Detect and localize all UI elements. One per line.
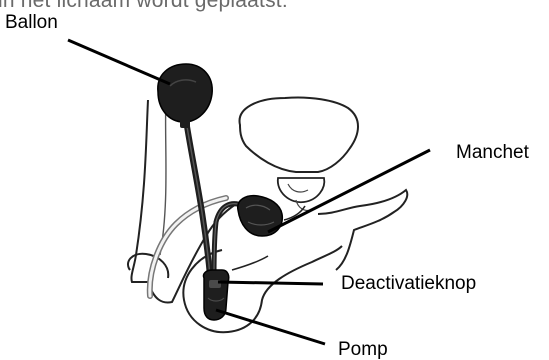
leader-line-ballon [68,40,170,84]
label-deactivatieknop: Deactivatieknop [341,274,476,293]
cuff-device [238,196,283,236]
balloon-reservoir [158,64,212,122]
rectum-outline [318,190,407,270]
leader-line-pomp [216,310,325,344]
label-ballon: Ballon [5,13,58,32]
label-manchet: Manchet [456,143,529,162]
leader-line-deactivatieknop [218,282,323,284]
label-pomp: Pomp [338,340,388,359]
prostate-outline [278,178,324,202]
bladder-outline [240,97,358,172]
